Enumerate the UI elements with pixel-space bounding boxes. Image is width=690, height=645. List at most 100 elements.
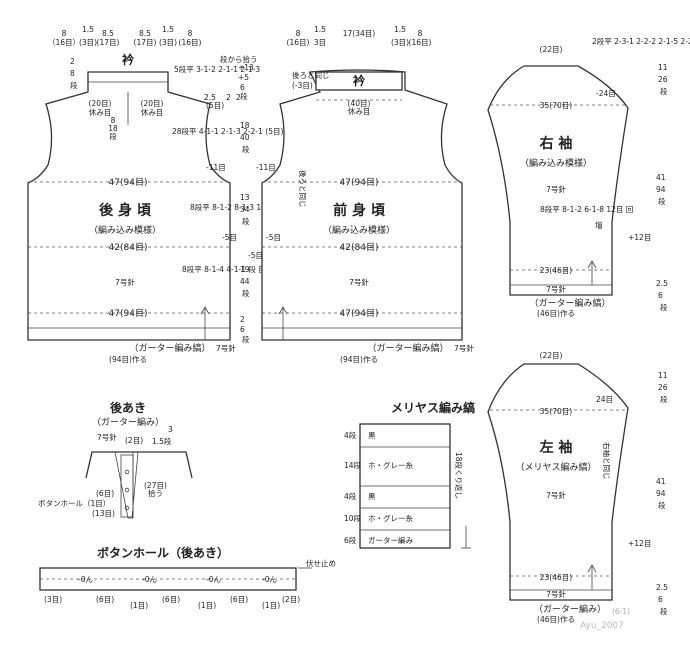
front-collar-band (315, 71, 403, 91)
back-right-side-2: +5 (238, 73, 249, 82)
back-opening-right-stitch: (27目) (144, 481, 167, 490)
front-top-dim-5: 8 (418, 29, 423, 38)
front-top-dim-4: 1.5 (394, 25, 406, 34)
back-neck-side-2: (5目) (206, 101, 224, 110)
left-sleeve-cuff: 23(46目) (540, 573, 573, 582)
right-sleeve-upper: 35(70目) (540, 101, 573, 110)
back-top-dim-6: 8 (188, 29, 193, 38)
back-hem-rows-3: 段 (242, 334, 250, 344)
left-sleeve-cast-on: (46目)作る (537, 614, 575, 624)
right-sleeve-cuff: 23(46目) (540, 266, 573, 275)
back-shoulder-note: 段から拾う (220, 54, 258, 64)
back-neck-rows-3: 段 (70, 80, 78, 90)
left-sleeve-cuff-rows-1: 2.5 (656, 583, 668, 592)
back-split-right-note: 休み目 (141, 107, 164, 117)
back-low-side-2: 44 (240, 277, 250, 286)
back-mid-side-1: 13 (240, 193, 250, 202)
buttonhole-dim-5: (1目) (198, 601, 216, 610)
back-split-left-note: 休み目 (89, 107, 112, 117)
right-sleeve-title: 右 袖 (539, 135, 573, 152)
back-opening-outline (85, 451, 193, 479)
back-opening-left-rows: (13目) (92, 509, 115, 518)
signature: Ayu_2007 (580, 621, 624, 631)
right-sleeve-cuff-rows-1: 2.5 (656, 279, 668, 288)
front-hem-note: （ガーター編み縞） (367, 342, 448, 354)
front-cast-on: (94目)作る (340, 354, 378, 364)
right-sleeve-side-rows-1: 41 (656, 173, 666, 182)
back-top-dim-1: 8 (62, 29, 67, 38)
front-hem-label: 47(94目) (340, 308, 379, 319)
stripe-row-1-label: 黒 (368, 431, 376, 440)
stripe-row-3-rows: 4段 (344, 491, 357, 501)
button-icon (124, 469, 130, 475)
front-body-outline (261, 69, 463, 341)
left-sleeve-cuff-needle: 7号針 (546, 589, 566, 599)
back-split-rows-1: 8 (111, 116, 116, 125)
right-sleeve-top: (22目) (540, 45, 563, 54)
back-right-side-1: +13 (238, 63, 254, 72)
back-collar-label: 衿 (122, 52, 134, 67)
back-neck-rows-1: 2 (70, 57, 75, 66)
back-body-piece: 衿 8 1.5 8.5 8.5 1.5 8 （16目） (3目) (17目) (… (27, 25, 308, 364)
back-neck-rows-2: 8 (70, 69, 75, 78)
right-sleeve-inc-marks: 8段平 8-1-2 6-1-8 12目 回 (540, 204, 633, 214)
stockinette-stripe-chart: メリヤス編み縞 黒 ホ・グレー糸 黒 ホ・グレー糸 ガーター編み 4段 14段 … (344, 400, 475, 549)
back-top-stitch-2: (3目) (79, 38, 97, 47)
left-sleeve-cap-side-2: 26 (658, 383, 668, 392)
front-body-piece: 衿 8 1.5 17(34目) 1.5 8 (16目) 3目 (3目) (16目… (261, 25, 474, 364)
back-bust-label: 47(94目) (109, 177, 148, 188)
buttonhole-band-title: ボタンホール（後あき） (97, 545, 229, 560)
back-hem-rows-1: 2 (240, 315, 245, 324)
back-low-side-3: 段 (242, 288, 250, 298)
front-arrow-head (278, 306, 288, 315)
stripe-row-2-rows: 14段 (344, 460, 362, 470)
back-armhole-marks: 28段平 4-1-1 2-1-3 2-2-1 (5目) 伏せ目 (172, 126, 308, 136)
back-hem-rows-2: 6 (240, 325, 245, 334)
right-sleeve-piece: (22目) 2段平 2-3-1 2-2-2 2-1-5 2-2-3 2-3-1 … (487, 36, 690, 318)
back-split-rows-2: 18 (108, 124, 118, 133)
back-top-dim-2: 1.5 (82, 25, 94, 34)
left-sleeve-cap-side-1: 11 (658, 371, 668, 380)
back-opening-title: 後あき (110, 400, 146, 415)
stripe-row-4-rows: 10段 (344, 513, 362, 523)
buttonhole-mark: -0ん (142, 575, 157, 584)
back-right-side-7: 段 (242, 144, 250, 154)
front-top-stitch-2: 3目 (314, 38, 326, 47)
buttonhole-dim-1: (3目) (44, 595, 62, 604)
back-waist-dim-1: -5目 (222, 233, 237, 242)
back-top-stitch-1: （16目） (48, 38, 80, 47)
buttonhole-dim-6: (6目) (230, 595, 248, 604)
front-top-dim-1: 8 (296, 29, 301, 38)
stripe-row-5-label: ガーター編み (368, 535, 413, 545)
right-sleeve-cuff-needle: 7号針 (546, 284, 566, 294)
right-sleeve-cap-side-2: 26 (658, 75, 668, 84)
back-neck-side-4: 2 (236, 93, 241, 102)
back-right-side-3: 6 (240, 83, 245, 92)
right-sleeve-cast-on: (46目)作る (537, 308, 575, 318)
buttonhole-dim-3: (1目) (130, 601, 148, 610)
back-body-title: 後 身 頃 (99, 202, 152, 219)
button-icon (124, 487, 130, 493)
back-split-left: (20目) (89, 99, 112, 108)
back-right-side-5: 18 (240, 121, 250, 130)
right-sleeve-cap-marks: 2段平 2-3-1 2-2-2 2-1-5 2-2-3 2-3-1 (3目) 伏… (592, 36, 690, 46)
right-sleeve-side-rows-2: 94 (656, 185, 666, 194)
back-hem-label: 47(94目) (109, 308, 148, 319)
back-right-side-6: 40 (240, 133, 250, 142)
buttonhole-bind-note: 伏せ止め (306, 558, 336, 568)
back-neck-side-3: 2 (226, 93, 231, 102)
left-sleeve-side-rows-2: 94 (656, 489, 666, 498)
back-cast-on: (94目)作る (109, 354, 147, 364)
right-sleeve-outline (487, 65, 629, 296)
back-top-dim-4: 8.5 (139, 29, 151, 38)
back-mid-side-2: 34 (240, 205, 250, 214)
stripe-row-4-label: ホ・グレー糸 (368, 513, 413, 523)
back-width-a: -11目 (206, 163, 226, 172)
front-top-stitch-4: (16目) (409, 38, 432, 47)
back-mid-marks: 8段平 8-1-2 8-1-3 12目 減ら (190, 202, 291, 212)
back-opening-subtitle: （ガーター編み） (92, 416, 164, 428)
back-top-dim-5: 1.5 (162, 25, 174, 34)
left-sleeve-side-note: 右袖と同じ (602, 442, 612, 480)
back-mid-side-3: 段 (242, 216, 250, 226)
